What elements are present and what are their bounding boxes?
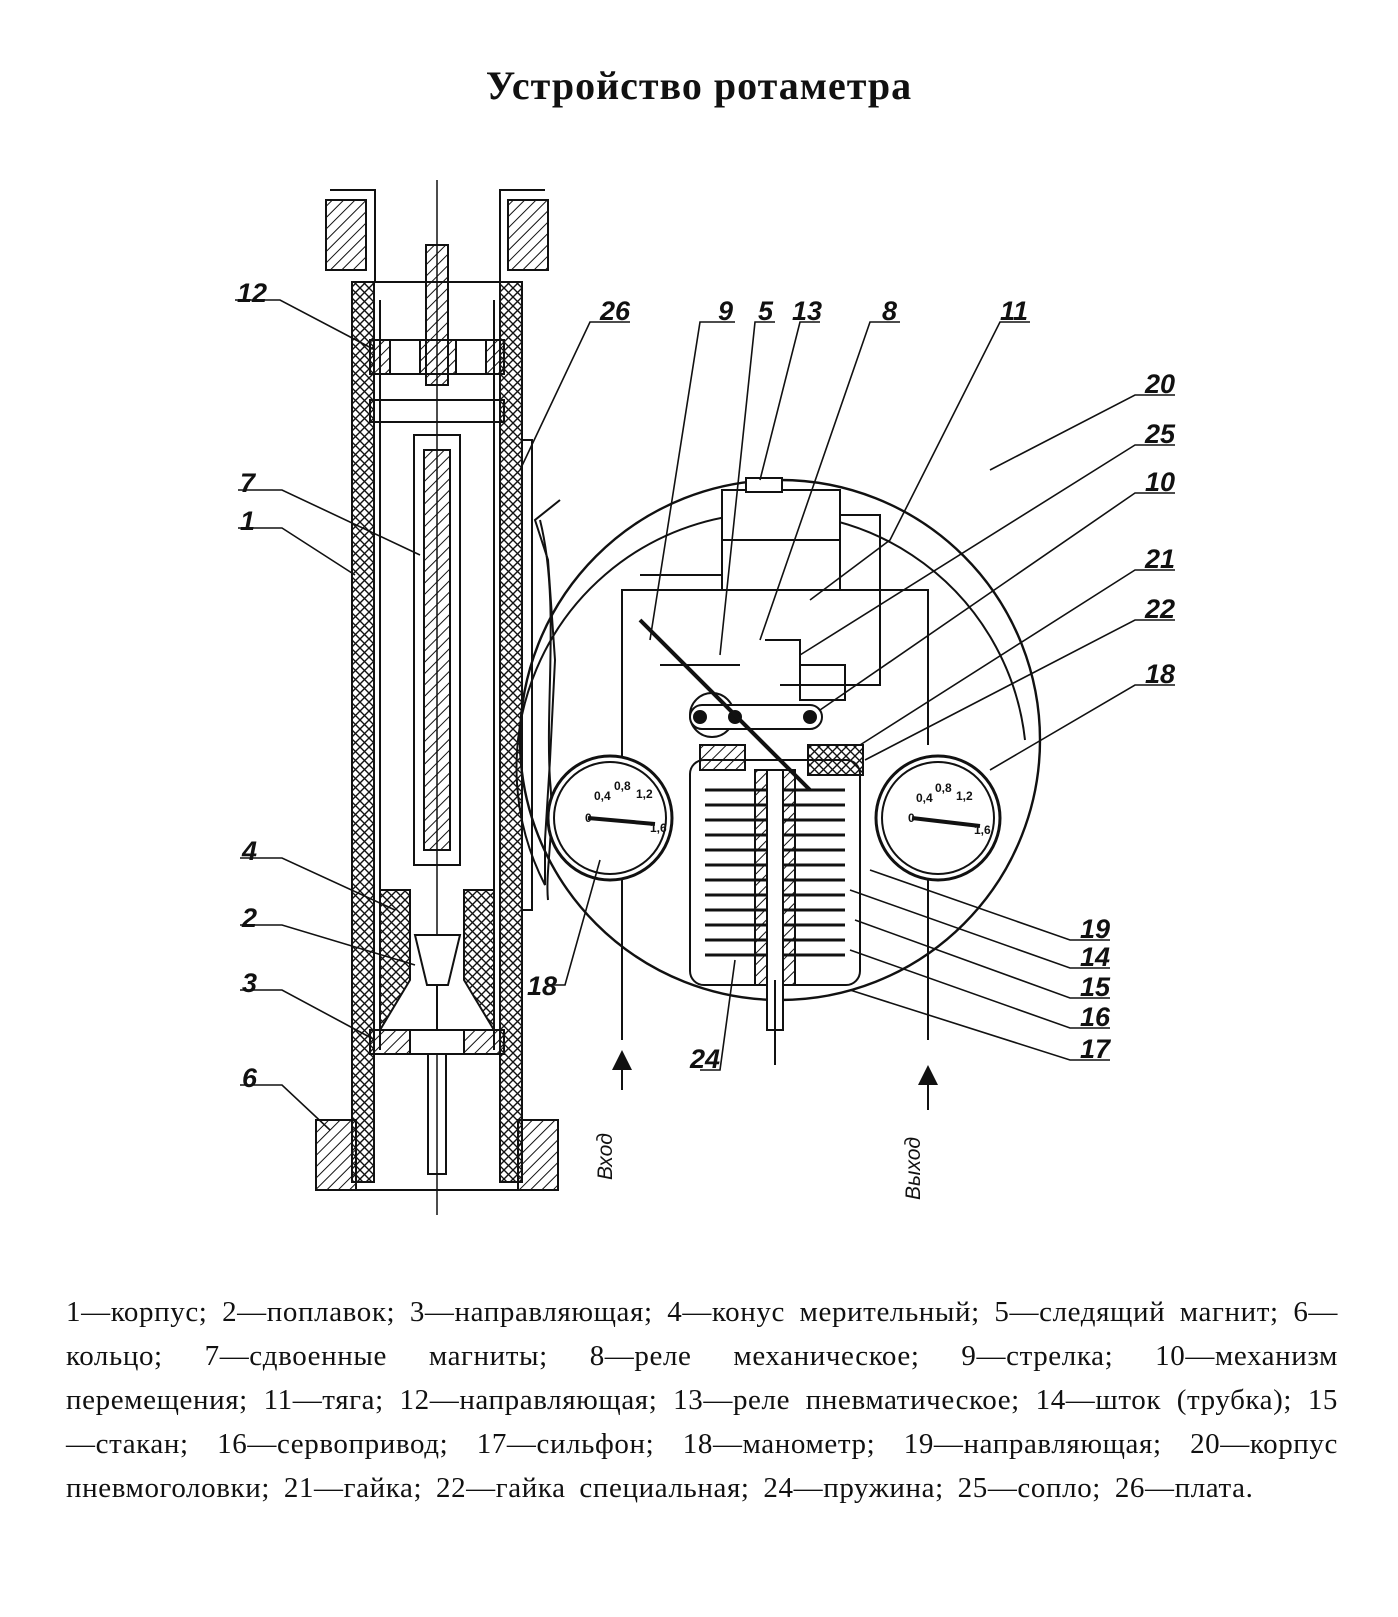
- legend-item: 11—тяга;: [263, 1384, 384, 1416]
- legend-item: 13—реле пневматическое;: [673, 1384, 1020, 1416]
- legend-item: 7—сдвоенные магниты;: [204, 1340, 548, 1372]
- label-7: 7: [240, 468, 257, 498]
- label-6: 6: [242, 1063, 258, 1093]
- legend-item: 5—следящий магнит;: [994, 1296, 1279, 1328]
- label-1: 1: [240, 506, 255, 536]
- legend-item: 22—гайка специальная;: [435, 1472, 750, 1504]
- label-8: 8: [882, 296, 897, 326]
- legend-item: 9—стрелка;: [961, 1340, 1114, 1372]
- legend-item: 16—серво­привод;: [217, 1428, 449, 1460]
- legend-item: 20—корпус пневмоголовки;: [66, 1428, 1338, 1504]
- gauge-tick-04: 0,4: [916, 791, 933, 805]
- legend-item: 1—корпус;: [66, 1296, 208, 1328]
- label-17: 17: [1080, 1034, 1112, 1064]
- legend-item: 15—стакан;: [66, 1384, 1339, 1460]
- gauge-tick-16: 1,6: [974, 823, 991, 837]
- legend-item: 8—реле механическое;: [589, 1340, 920, 1372]
- inlet-label: Вход: [594, 1133, 617, 1180]
- legend-item: 25—сопло;: [957, 1472, 1101, 1504]
- label-21: 21: [1144, 544, 1175, 574]
- label-16: 16: [1080, 1002, 1111, 1032]
- diagram-title: Устройство ротаметра: [485, 63, 913, 108]
- label-24: 24: [689, 1044, 720, 1074]
- label-5: 5: [758, 296, 774, 326]
- gauge-tick-08: 0,8: [935, 781, 952, 795]
- legend-item: 4—конус мерительный;: [667, 1296, 980, 1328]
- label-10: 10: [1145, 467, 1175, 497]
- label-22: 22: [1144, 594, 1175, 624]
- gauge-tick-0: 0: [908, 811, 915, 825]
- gauge-tick-0: 0: [585, 811, 592, 825]
- rotameter-tube: [315, 180, 559, 1215]
- label-25: 25: [1144, 419, 1176, 449]
- gauge-tick-04: 0,4: [594, 789, 611, 803]
- legend-item: 14—шток (трубка);: [1035, 1384, 1293, 1416]
- label-19: 19: [1080, 914, 1110, 944]
- gauge-tick-12: 1,2: [636, 787, 653, 801]
- legend-item: 17—сильфон;: [476, 1428, 655, 1460]
- label-14: 14: [1080, 942, 1110, 972]
- legend-item: 24—пружина;: [763, 1472, 944, 1504]
- pneumatic-head: [515, 477, 1042, 1065]
- label-26: 26: [599, 296, 631, 326]
- legend-item: 3—направляющая;: [409, 1296, 653, 1328]
- label-9: 9: [718, 296, 733, 326]
- label-20: 20: [1144, 369, 1175, 399]
- label-2: 2: [241, 903, 257, 933]
- label-13: 13: [792, 296, 822, 326]
- parts-legend: 1—корпус; 2—поплавок; 3—направляющая; 4—…: [66, 1290, 1338, 1510]
- label-18-right: 18: [1145, 659, 1175, 689]
- part-labels: 12 7 1 4 2 3 6 26 9 5 13 8 11 20 25 10 2…: [237, 278, 1176, 1093]
- label-11: 11: [1000, 296, 1028, 326]
- legend-item: 12—направляющая;: [399, 1384, 658, 1416]
- right-gauge-scale: 0 0,4 0,8 1,2 1,6: [908, 781, 991, 837]
- label-3: 3: [242, 968, 257, 998]
- label-12: 12: [237, 278, 267, 308]
- rotameter-diagram: 0 0,4 0,8 1,2 1,6 0 0,4 0,8 1,2 1,6 Вход…: [235, 180, 1176, 1215]
- legend-item: 19—направляющая;: [903, 1428, 1162, 1460]
- legend-item: 21—гайка;: [283, 1472, 423, 1504]
- label-15: 15: [1080, 972, 1111, 1002]
- label-18-left: 18: [527, 971, 557, 1001]
- gauge-tick-16: 1,6: [650, 821, 667, 835]
- gauge-tick-08: 0,8: [614, 779, 631, 793]
- gauge-tick-12: 1,2: [956, 789, 973, 803]
- legend-item: 2—поплавок;: [222, 1296, 396, 1328]
- legend-item: 10—механизм перемещения;: [66, 1340, 1338, 1416]
- legend-item: 6—кольцо;: [66, 1296, 1339, 1372]
- legend-item: 18—манометр;: [682, 1428, 876, 1460]
- legend-item: 26—плата.: [1114, 1472, 1254, 1504]
- label-4: 4: [241, 836, 257, 866]
- left-gauge-scale: 0 0,4 0,8 1,2 1,6: [585, 779, 667, 835]
- outlet-label: Выход: [902, 1137, 925, 1200]
- leader-lines: [235, 299, 1175, 1131]
